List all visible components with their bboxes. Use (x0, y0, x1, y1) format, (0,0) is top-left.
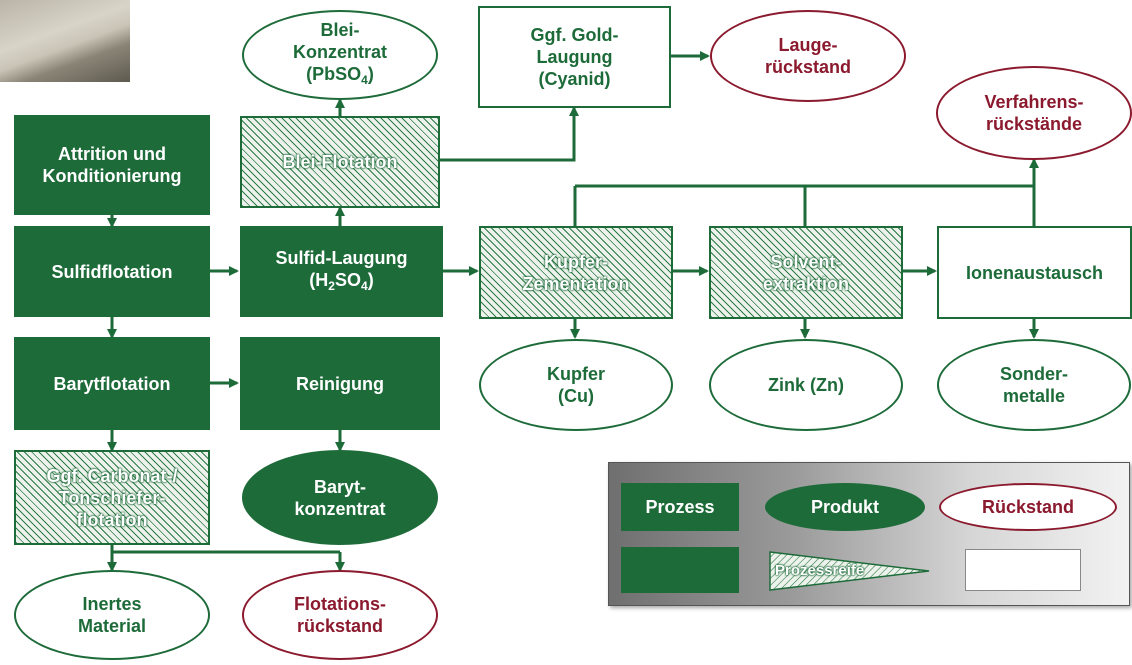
formula-part: SO (334, 269, 361, 290)
node-blei-konzentrat: Blei- Konzentrat (PbSO4) (242, 10, 438, 100)
legend-rueckstand: Rückstand (939, 483, 1117, 531)
node-blei-flotation: Blei-Flotation (240, 116, 440, 208)
node-blei-konzentrat-label: Blei- Konzentrat (293, 20, 387, 62)
edge-bleiflotation-gold (440, 106, 579, 162)
legend-prozessreife-wedge (769, 551, 930, 591)
legend: Prozess Produkt Rückstand Prozessreife (608, 462, 1130, 606)
node-inertes: Inertes Material (14, 570, 210, 660)
node-barytflotation: Barytflotation (14, 337, 210, 430)
node-sulfidflotation-label: Sulfidflotation (51, 261, 173, 282)
node-carbonat-label: Ggf. Carbonat-/ Tonschiefer- flotation (46, 465, 178, 530)
node-kupfer-zementation-label: Kupfer- Zementation (522, 251, 630, 294)
node-ionenaustausch-label: Ionenaustausch (965, 262, 1104, 283)
formula-subscript: 2 (328, 278, 335, 293)
legend-open-process (965, 549, 1081, 591)
formula-part: ) (367, 269, 374, 290)
formula-subscript: 4 (361, 278, 368, 293)
node-barytkonzentrat-label: Baryt- konzentrat (294, 476, 386, 519)
formula-part: ) (367, 64, 374, 84)
node-sulfid-laugung-label: Sulfid-Laugung (275, 247, 408, 268)
legend-prozess-filled (621, 547, 739, 593)
node-blei-flotation-label: Blei-Flotation (282, 152, 398, 172)
node-kupfer-label: Kupfer (Cu) (547, 364, 605, 406)
legend-rueckstand-label: Rückstand (981, 496, 1075, 517)
node-reinigung: Reinigung (240, 337, 440, 430)
node-verfahrensrueckstaende: Verfahrens- rückstände (936, 66, 1132, 160)
node-solventextraktion-label: Solvent- extraktion (762, 251, 850, 294)
formula-part: (PbSO (306, 64, 362, 84)
node-verfahrensrueckstaende-label: Verfahrens- rückstände (984, 92, 1084, 134)
legend-produkt-label: Produkt (810, 496, 879, 517)
node-kupfer-zementation: Kupfer- Zementation (479, 226, 673, 319)
node-inertes-label: Inertes Material (77, 594, 147, 636)
node-gold-laugung-label: Ggf. Gold- Laugung (Cyanid) (530, 25, 619, 89)
node-laugerueckstand: Lauge- rückstand (710, 10, 906, 102)
node-sondermetalle-label: Sonder- metalle (999, 364, 1068, 406)
node-sondermetalle: Sonder- metalle (937, 339, 1131, 431)
node-reinigung-label: Reinigung (296, 373, 384, 394)
formula-subscript: 4 (361, 73, 368, 87)
node-flotationsrueckstand-label: Flotations- rückstand (294, 594, 386, 636)
node-attrition-label: Attrition und Konditionierung (42, 144, 182, 186)
node-laugerueckstand-label: Lauge- rückstand (764, 35, 852, 77)
node-zink-label: Zink (Zn) (768, 375, 844, 395)
legend-prozess-label: Prozess (645, 496, 715, 517)
node-sulfid-laugung: Sulfid-Laugung (H2SO4) (240, 226, 443, 317)
legend-prozessreife-label: Prozessreife (775, 562, 865, 579)
node-gold-laugung: Ggf. Gold- Laugung (Cyanid) (478, 6, 671, 108)
photo-thumbnail (0, 0, 130, 82)
node-flotationsrueckstand: Flotations- rückstand (242, 570, 438, 660)
node-blei-konzentrat-formula: (PbSO4) (306, 63, 374, 91)
node-zink: Zink (Zn) (709, 339, 903, 431)
node-ionenaustausch: Ionenaustausch (937, 226, 1132, 319)
node-sulfidflotation: Sulfidflotation (14, 226, 210, 317)
node-attrition: Attrition und Konditionierung (14, 115, 210, 215)
legend-prozess: Prozess (621, 483, 739, 531)
node-barytkonzentrat: Baryt- konzentrat (242, 450, 438, 545)
node-sulfid-laugung-formula: (H2SO4) (309, 269, 373, 297)
formula-part: (H (309, 269, 329, 290)
legend-produkt: Produkt (765, 483, 925, 531)
node-barytflotation-label: Barytflotation (53, 373, 171, 394)
node-solventextraktion: Solvent- extraktion (709, 226, 903, 319)
node-carbonat: Ggf. Carbonat-/ Tonschiefer- flotation (14, 450, 210, 545)
node-kupfer: Kupfer (Cu) (479, 339, 673, 431)
